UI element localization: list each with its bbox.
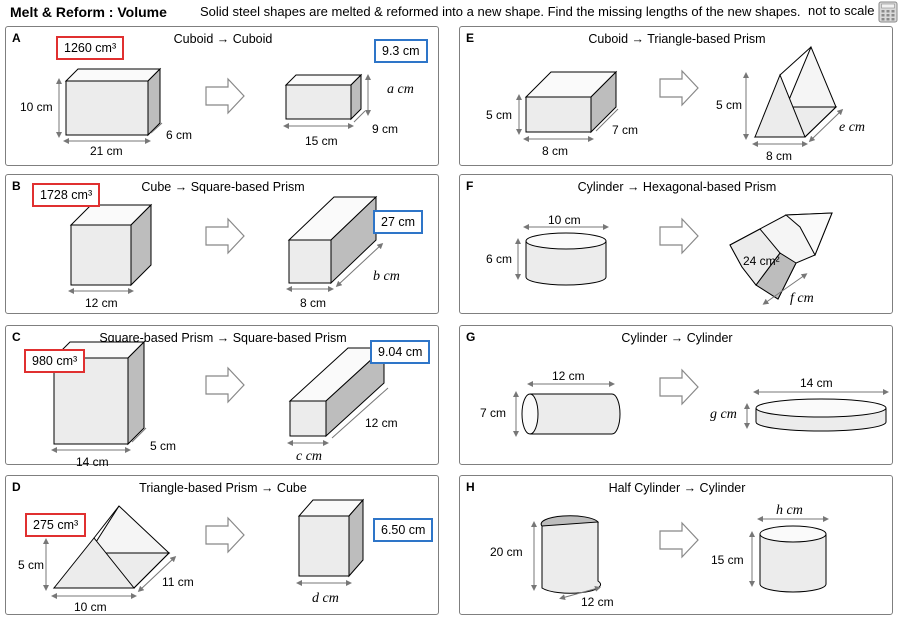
question-title: Square-based Prism → Square-based Prism bbox=[99, 331, 347, 345]
question-c-panel: C Square-based Prism → Square-based Pris… bbox=[5, 325, 439, 466]
label-unknown: g cm bbox=[710, 407, 737, 422]
label-base: 10 cm bbox=[74, 600, 107, 614]
question-g-panel: G Cylinder → Cylinder 12 cm 7 cm 14 cm g… bbox=[459, 325, 893, 465]
question-g-diagram: 12 cm 7 cm 14 cm g cm bbox=[480, 368, 889, 437]
label-height: 6 cm bbox=[486, 252, 512, 266]
question-letter: B bbox=[12, 179, 21, 193]
question-letter: G bbox=[466, 330, 476, 344]
question-title: Cube → Square-based Prism bbox=[141, 180, 305, 194]
label-side: 14 cm bbox=[76, 455, 109, 466]
question-h-diagram: 20 cm 12 cm h cm 15 cm bbox=[490, 503, 829, 609]
question-d-diagram: 5 cm 10 cm 11 cm d cm bbox=[18, 498, 365, 614]
question-a-diagram: 10 cm 21 cm 6 cm a cm 15 cm 9 cm bbox=[20, 67, 414, 158]
label-length: 21 cm bbox=[90, 144, 123, 158]
label-length-2: 15 cm bbox=[305, 134, 338, 148]
question-letter: C bbox=[12, 330, 21, 344]
volume-box: 1260 cm³ bbox=[56, 36, 125, 60]
label-depth: 5 cm bbox=[150, 439, 176, 453]
label-unknown: c cm bbox=[296, 449, 322, 464]
question-title: Cylinder → Cylinder bbox=[621, 331, 733, 345]
label-depth: 6 cm bbox=[166, 128, 192, 142]
question-letter: A bbox=[12, 31, 21, 45]
not-to-scale-note: not to scale bbox=[808, 3, 875, 18]
label-unknown: h cm bbox=[776, 503, 803, 518]
label-unknown: b cm bbox=[373, 269, 400, 284]
label-diameter: 7 cm bbox=[480, 406, 506, 420]
label-height: 20 cm bbox=[490, 545, 523, 559]
question-letter: D bbox=[12, 480, 21, 494]
question-title: Cylinder → Hexagonal-based Prism bbox=[577, 180, 777, 194]
label-diameter-2: 14 cm bbox=[800, 376, 833, 390]
question-a-panel: A Cuboid → Cuboid 10 cm 21 cm 6 cm a cm … bbox=[5, 26, 439, 166]
answer-box: 9.3 cm bbox=[374, 39, 428, 63]
question-letter: E bbox=[466, 31, 475, 45]
question-b-panel: B Cube → Square-based Prism 12 cm 8 cm b… bbox=[5, 174, 439, 314]
label-diameter: 10 cm bbox=[548, 213, 581, 227]
label-base: 8 cm bbox=[766, 149, 792, 163]
label-base: 8 cm bbox=[300, 296, 326, 310]
question-f-panel: F Cylinder → Hexagonal-based Prism 10 cm… bbox=[459, 174, 893, 314]
question-title: Cuboid → Cuboid bbox=[173, 32, 273, 46]
header: Melt & Reform : Volume Solid steel shape… bbox=[0, 0, 900, 24]
question-letter: H bbox=[466, 480, 475, 494]
label-unknown: d cm bbox=[312, 591, 339, 606]
answer-box: 9.04 cm bbox=[370, 340, 431, 364]
question-f-diagram: 10 cm 6 cm 24 cm² f cm bbox=[486, 212, 833, 306]
label-depth-2: 9 cm bbox=[372, 122, 398, 136]
label-unknown: a cm bbox=[387, 82, 414, 97]
label-depth: 7 cm bbox=[612, 123, 638, 137]
label-length: 12 cm bbox=[365, 416, 398, 430]
question-b-diagram: 12 cm 8 cm b cm bbox=[68, 195, 400, 310]
label-height-2: 15 cm bbox=[711, 553, 744, 567]
volume-box: 1728 cm³ bbox=[32, 183, 101, 207]
label-height: 5 cm bbox=[18, 558, 44, 572]
calculator-icon bbox=[878, 1, 898, 23]
question-e-diagram: 5 cm 8 cm 7 cm 5 cm 8 cm e cm bbox=[486, 45, 865, 163]
question-e-panel: E Cuboid → Triangle-based Prism 5 cm 8 c… bbox=[459, 26, 893, 166]
question-title: Cuboid → Triangle-based Prism bbox=[588, 32, 766, 46]
label-height: 5 cm bbox=[486, 108, 512, 122]
label-unknown: e cm bbox=[839, 120, 865, 135]
label-length: 8 cm bbox=[542, 144, 568, 158]
label-side: 12 cm bbox=[85, 296, 118, 310]
volume-box: 980 cm³ bbox=[24, 349, 86, 373]
question-letter: F bbox=[466, 179, 474, 193]
answer-box: 6.50 cm bbox=[373, 518, 434, 542]
question-title: Half Cylinder → Cylinder bbox=[608, 481, 746, 495]
label-unknown: f cm bbox=[790, 291, 814, 306]
label-height-2: 5 cm bbox=[716, 98, 742, 112]
question-h-panel: H Half Cylinder → Cylinder 20 cm 12 cm h… bbox=[459, 475, 893, 615]
label-height: 10 cm bbox=[20, 100, 53, 114]
label-length: 12 cm bbox=[552, 369, 585, 383]
page-title: Melt & Reform : Volume bbox=[10, 4, 167, 20]
label-length: 11 cm bbox=[162, 575, 194, 589]
question-title: Triangle-based Prism → Cube bbox=[139, 481, 307, 495]
label-diameter: 12 cm bbox=[581, 595, 614, 609]
question-d-panel: D Triangle-based Prism → Cube 5 cm 10 cm… bbox=[5, 475, 439, 615]
answer-box: 27 cm bbox=[373, 210, 424, 234]
label-area: 24 cm² bbox=[743, 254, 780, 268]
instructions: Solid steel shapes are melted & reformed… bbox=[200, 4, 801, 19]
volume-box: 275 cm³ bbox=[25, 513, 87, 537]
